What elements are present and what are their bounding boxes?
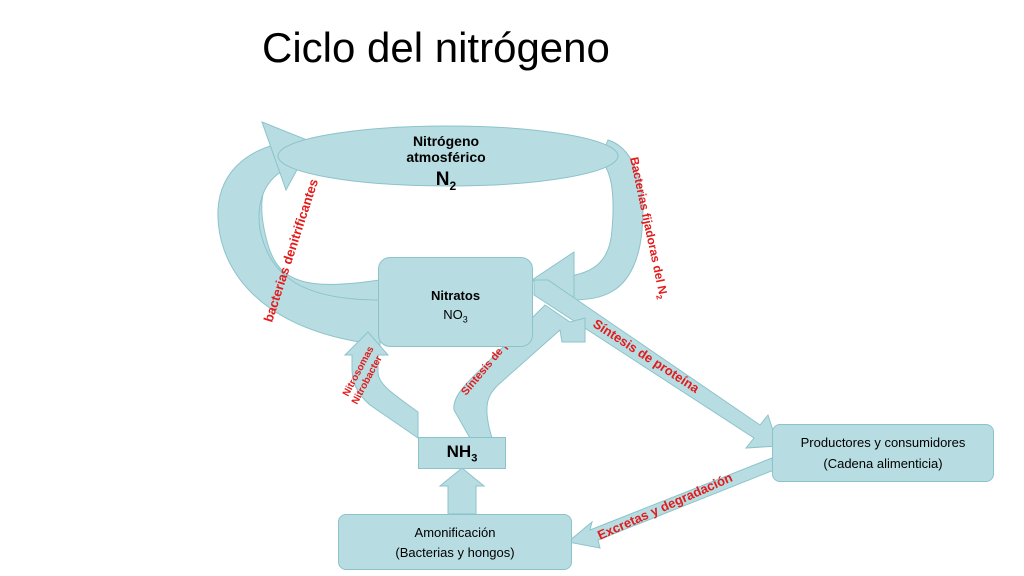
- label-fixing-sub: 2: [654, 294, 664, 301]
- nitrates-formula: NO3: [379, 307, 532, 325]
- ammonification-box: Amonificación (Bacterias y hongos): [338, 514, 572, 570]
- ammonification-line1: Amonificación: [414, 525, 496, 540]
- nitrates-label: Nitratos: [430, 288, 481, 303]
- ammonification-line2: (Bacterias y hongos): [395, 545, 515, 560]
- label-excretas: Excretas y degradación: [595, 470, 734, 543]
- atmosphere-formula-sub: 2: [449, 178, 457, 193]
- ammonia-box: NH3: [418, 437, 506, 469]
- arrow-producers-to-ammonification: [566, 457, 775, 549]
- atmosphere-label: Nitrógeno atmosférico: [406, 133, 486, 165]
- atmosphere-formula-main: N: [435, 169, 450, 190]
- arrow-ammonification-to-nh3: [438, 467, 486, 515]
- atmosphere-formula: N2: [372, 169, 520, 193]
- producers-line2: (Cadena alimenticia): [823, 456, 943, 471]
- ammonia-formula-main: NH: [446, 442, 472, 461]
- arrow-nh3-nitrosomas: [343, 331, 419, 439]
- label-synthesis-large: Síntesis de proteína: [590, 316, 702, 396]
- nitrates-formula-sub: 3: [462, 314, 468, 325]
- producers-box: Productores y consumidores (Cadena alime…: [772, 424, 994, 482]
- atmosphere-ellipse: [277, 125, 619, 187]
- page-title: Ciclo del nitrógeno: [262, 24, 610, 71]
- producers-line1: Productores y consumidores: [800, 435, 966, 450]
- ammonia-formula-sub: 3: [471, 452, 478, 465]
- nitrates-formula-main: NO: [443, 307, 463, 322]
- nitrates-box: Nitratos NO3: [378, 257, 533, 347]
- arrow-nh3-synthesis: [453, 304, 586, 439]
- atmosphere-node: Nitrógeno atmosférico N2: [372, 133, 520, 193]
